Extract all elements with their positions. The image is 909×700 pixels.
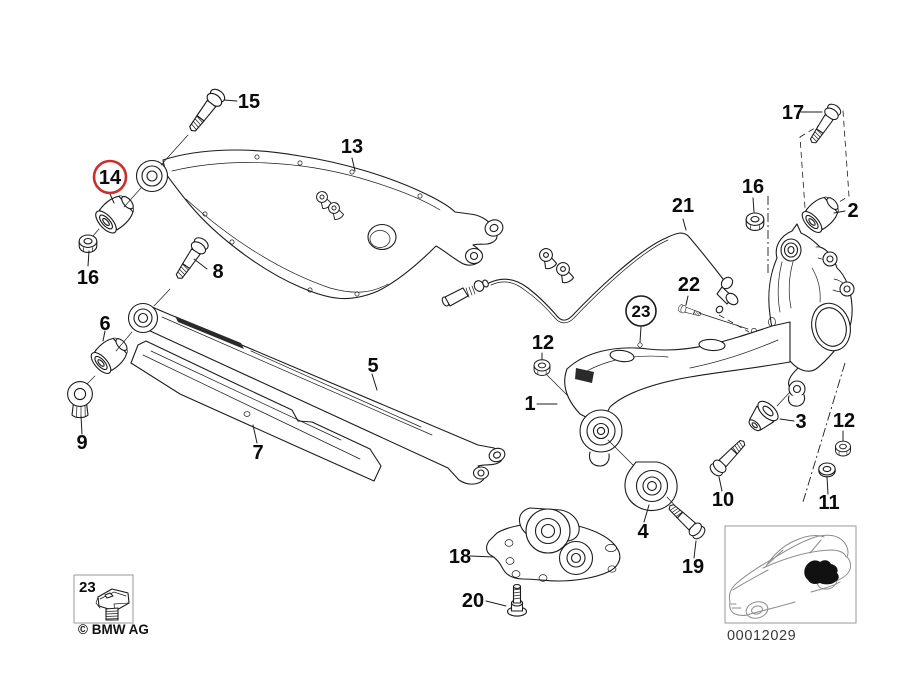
part-11-washer xyxy=(818,462,836,478)
part-21-abs-sensor xyxy=(441,232,750,333)
callout-12-right: 12 xyxy=(833,410,855,432)
part-5-strut-rod xyxy=(127,302,506,485)
part-1-control-arm xyxy=(564,321,791,467)
part-20-bolt xyxy=(506,583,528,617)
car-outline xyxy=(728,534,851,619)
part-19-bolt xyxy=(664,499,708,542)
highlight-circle-14 xyxy=(92,159,128,195)
leader-lines xyxy=(80,99,846,607)
highlight-location-blob xyxy=(804,560,839,585)
callout-23: 23 xyxy=(632,302,651,321)
part-7-cover xyxy=(130,340,382,482)
part-10-bolt xyxy=(707,435,750,479)
part-6-bushing xyxy=(86,331,134,378)
image-number: 00012029 xyxy=(727,628,796,644)
part-9-ball-pin xyxy=(67,375,96,419)
part-16-nut-right xyxy=(745,212,765,231)
callout-7: 7 xyxy=(252,442,263,464)
part-12-nut-right xyxy=(835,440,851,457)
part-8-bolt xyxy=(153,234,212,307)
callout-10: 10 xyxy=(712,489,734,511)
part-4-bushing xyxy=(624,461,679,512)
callout-17: 17 xyxy=(782,102,804,124)
callout-6: 6 xyxy=(99,313,110,335)
callout-16-left: 16 xyxy=(77,267,99,289)
copyright-text: © BMW AG xyxy=(78,622,149,637)
callout-22: 22 xyxy=(678,274,700,296)
bump-stop-tabs xyxy=(536,245,576,285)
callout-19: 19 xyxy=(682,556,704,578)
callout-13: 13 xyxy=(341,136,363,158)
part-14-bushing xyxy=(91,187,142,238)
callout-18: 18 xyxy=(449,546,471,568)
part-18-bracket xyxy=(486,507,621,582)
legend-label-23: 23 xyxy=(79,579,96,596)
callout-3: 3 xyxy=(795,411,806,433)
part-17-bolt xyxy=(805,101,844,148)
callout-20: 20 xyxy=(462,590,484,612)
callout-9: 9 xyxy=(76,432,87,454)
callout-2: 2 xyxy=(847,200,858,222)
part-15-bolt xyxy=(160,85,228,166)
car-thumbnail: 00012029 xyxy=(724,525,857,644)
callout-4: 4 xyxy=(637,521,649,543)
callout-11: 11 xyxy=(818,492,839,514)
callout-8: 8 xyxy=(212,261,223,283)
part-13-trailing-arm xyxy=(135,149,504,300)
part-22-bolt xyxy=(677,303,749,330)
callout-16-right: 16 xyxy=(742,176,764,198)
callout-12-left: 12 xyxy=(532,332,554,354)
callout-15: 15 xyxy=(238,91,260,113)
circled-marker-23 xyxy=(625,295,657,327)
part-12-nut-left xyxy=(533,359,569,397)
legend-box-23: 23 © BMW AG xyxy=(73,574,149,637)
clip-drawing xyxy=(95,588,130,621)
callout-21: 21 xyxy=(672,195,694,217)
callout-5: 5 xyxy=(367,355,378,377)
part-2-bushing xyxy=(797,190,845,237)
wheel-carrier xyxy=(751,223,855,407)
callout-14: 14 xyxy=(99,167,122,189)
callouts: 15 14 16 13 8 6 9 5 7 17 16 2 21 22 23 1… xyxy=(76,91,858,612)
part-3-bushing xyxy=(742,391,791,437)
part-16-nut-left xyxy=(78,228,100,253)
callout-1: 1 xyxy=(524,393,535,415)
